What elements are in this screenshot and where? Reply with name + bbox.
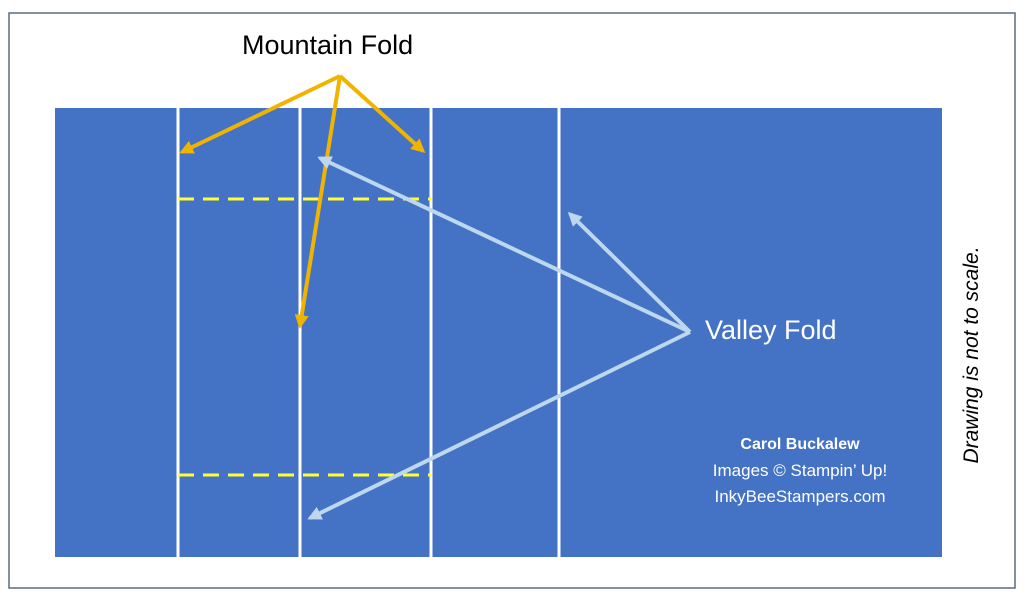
mountain-arrow-left: [179, 74, 341, 154]
valley-arrow-up: [567, 211, 692, 334]
website-credit: InkyBeeStampers.com: [714, 487, 886, 506]
frame-border: [8, 12, 1016, 589]
mountain-arrow-right: [338, 74, 426, 154]
card-panel: [55, 108, 942, 557]
valley-arrow-upper-left: [317, 156, 691, 334]
images-credit: Images © Stampin’ Up!: [712, 461, 888, 480]
mountain-arrow-down: [294, 75, 342, 329]
author-name: Carol Buckalew: [740, 436, 860, 453]
mountain-fold-label: Mountain Fold: [242, 30, 414, 60]
valley-fold-label: Valley Fold: [705, 315, 837, 345]
scale-note: Drawing is not to scale.: [960, 246, 983, 464]
valley-arrow-lower-left: [307, 330, 691, 520]
credits-block: Carol Buckalew Images © Stampin’ Up! Ink…: [690, 432, 910, 510]
